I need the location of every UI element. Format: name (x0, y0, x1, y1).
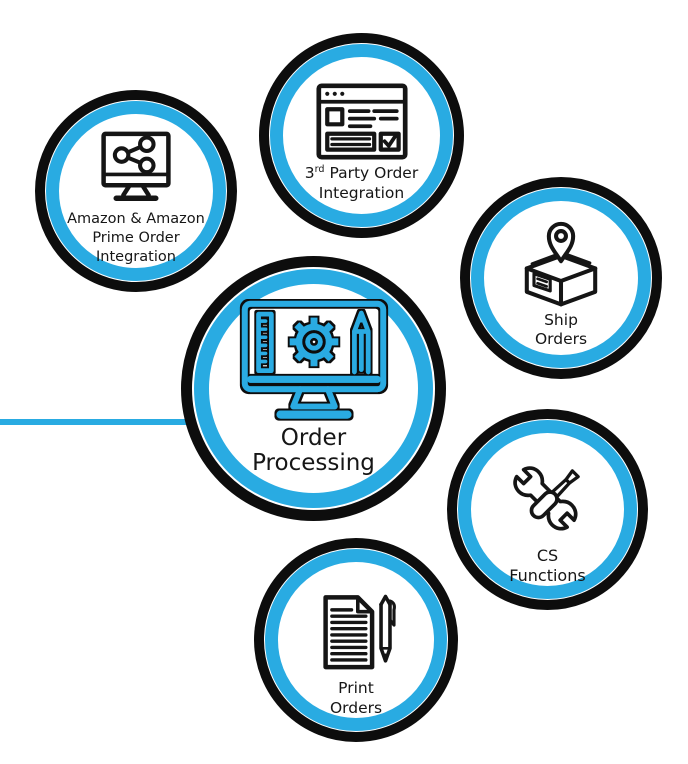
label-line: Processing (252, 449, 375, 476)
label-line: Print (338, 679, 374, 698)
label-line: 3rd Party Order (304, 164, 419, 183)
wrench-screwdriver-icon (512, 466, 580, 531)
bubble-third-party-order-integration: 3rd Party Order Integration (259, 33, 464, 238)
label-line: Orders (329, 698, 383, 717)
bubble-label: Print Orders (330, 679, 382, 718)
label-line: Amazon & Amazon (67, 211, 205, 227)
monitor-share-icon (101, 131, 171, 201)
document-pen-icon (323, 594, 396, 670)
bubble-cs-functions: CS Functions (447, 409, 648, 610)
bubble-label: Amazon & Amazon Prime Order Integration (67, 210, 205, 267)
label-line: Functions (509, 566, 586, 585)
bubble-amazon-prime-order-integration: Amazon & Amazon Prime Order Integration (35, 90, 237, 292)
label-line: CS (536, 546, 559, 565)
browser-form-check-icon (315, 83, 408, 160)
ordinal-superscript: rd (314, 164, 325, 175)
label-line: Order (280, 425, 347, 451)
monitor-gear-ruler-pencil-icon (241, 300, 386, 419)
label-line: Ship (544, 311, 578, 329)
connector-line (0, 419, 192, 425)
bubble-label: Order Processing (252, 426, 375, 476)
bubble-order-processing: Order Processing (181, 256, 446, 521)
label-line: Orders (534, 330, 588, 349)
bubble-label: CS Functions (509, 546, 585, 586)
package-location-pin-icon (524, 221, 598, 307)
bubble-ship-orders: Ship Orders (460, 177, 662, 379)
label-line: Integration (96, 248, 176, 265)
bubble-print-orders: Print Orders (254, 538, 458, 742)
label-line: Prime Order (92, 229, 180, 246)
label-line: Integration (318, 183, 405, 202)
bubble-label: Ship Orders (535, 311, 587, 350)
bubble-label: 3rd Party Order Integration (305, 164, 418, 203)
